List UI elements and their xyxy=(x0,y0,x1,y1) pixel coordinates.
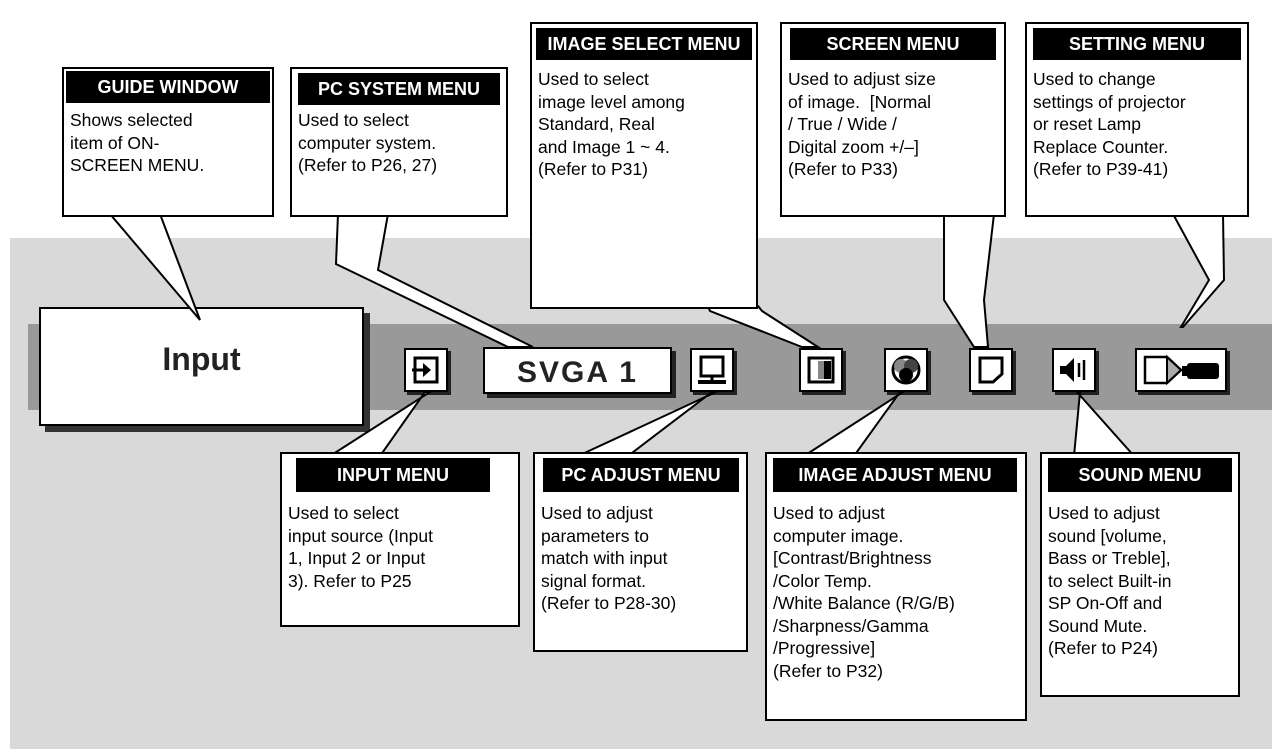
sound-menu-icon[interactable] xyxy=(1052,348,1096,392)
input-title: INPUT MENU xyxy=(296,458,490,492)
input-icon xyxy=(412,356,439,384)
pc-adjust-title: PC ADJUST MENU xyxy=(543,458,739,492)
guide-window-body: Shows selected item of ON- SCREEN MENU. xyxy=(70,110,205,175)
image-adjust-menu-icon[interactable] xyxy=(884,348,928,392)
setting-body: Used to change settings of projector or … xyxy=(1033,69,1186,179)
pc-system-menu-field[interactable]: SVGA 1 xyxy=(483,347,672,394)
image-select-callout: IMAGE SELECT MENU Used to select image l… xyxy=(530,22,758,309)
screen-pointer xyxy=(943,213,996,348)
image-adjust-callout: IMAGE ADJUST MENU Used to adjust compute… xyxy=(765,452,1027,721)
sound-body: Used to adjust sound [volume, Bass or Tr… xyxy=(1048,503,1172,658)
pc-adjust-pointer xyxy=(577,391,717,457)
input-pointer xyxy=(326,391,434,457)
screen-body: Used to adjust size of image. [Normal / … xyxy=(788,69,936,179)
guide-window-value: Input xyxy=(162,341,241,377)
image-adjust-icon xyxy=(891,355,921,385)
image-select-pointer xyxy=(706,305,822,348)
sound-title: SOUND MENU xyxy=(1048,458,1232,492)
pc-adjust-callout: PC ADJUST MENU Used to adjust parameters… xyxy=(533,452,748,652)
sound-pointer xyxy=(1072,391,1137,457)
pc-system-callout: PC SYSTEM MENU Used to select computer s… xyxy=(290,67,508,217)
setting-callout: SETTING MENU Used to change settings of … xyxy=(1025,22,1249,217)
image-adjust-pointer xyxy=(800,391,907,457)
screen-title: SCREEN MENU xyxy=(790,28,996,60)
image-select-title: IMAGE SELECT MENU xyxy=(536,28,752,60)
pc-adjust-icon xyxy=(698,355,726,384)
pc-system-value: SVGA 1 xyxy=(517,356,638,389)
input-body: Used to select input source (Input 1, In… xyxy=(288,503,433,591)
pc-system-pointer xyxy=(334,213,534,348)
setting-title: SETTING MENU xyxy=(1033,28,1241,60)
sound-callout: SOUND MENU Used to adjust sound [volume,… xyxy=(1040,452,1240,697)
image-select-menu-icon[interactable] xyxy=(799,348,843,392)
setting-icon xyxy=(1143,354,1219,386)
image-select-icon xyxy=(807,356,835,384)
image-adjust-title: IMAGE ADJUST MENU xyxy=(773,458,1017,492)
screen-menu-icon[interactable] xyxy=(969,348,1013,392)
guide-window: Input xyxy=(39,307,364,426)
sound-icon xyxy=(1060,358,1086,382)
pc-system-body: Used to select computer system. (Refer t… xyxy=(298,110,438,175)
screen-callout: SCREEN MENU Used to adjust size of image… xyxy=(780,22,1006,217)
guide-window-callout: GUIDE WINDOW Shows selected item of ON- … xyxy=(62,67,274,217)
pc-adjust-body: Used to adjust parameters to match with … xyxy=(541,503,677,613)
image-adjust-body: Used to adjust computer image. [Contrast… xyxy=(773,503,955,681)
image-select-body: Used to select image level among Standar… xyxy=(538,69,685,179)
screen-icon xyxy=(978,356,1004,384)
input-callout: INPUT MENU Used to select input source (… xyxy=(280,452,520,627)
pc-system-title: PC SYSTEM MENU xyxy=(298,73,500,105)
setting-pointer xyxy=(1171,213,1226,328)
setting-menu-icon[interactable] xyxy=(1135,348,1227,392)
input-menu-icon[interactable] xyxy=(404,348,448,392)
guide-window-pointer xyxy=(107,213,201,321)
guide-window-title: GUIDE WINDOW xyxy=(66,71,270,103)
